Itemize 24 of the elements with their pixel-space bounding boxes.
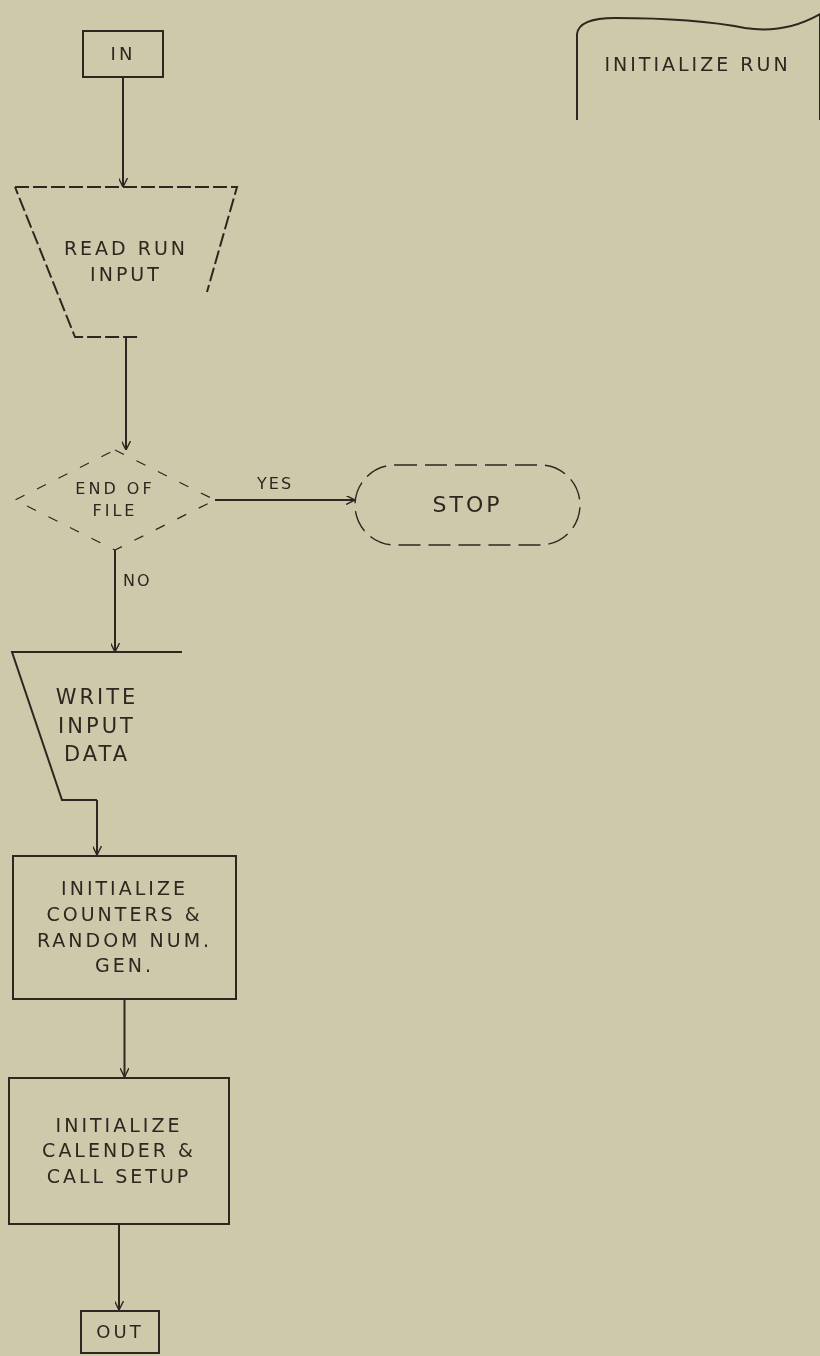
- document-shape: [575, 10, 820, 120]
- node-text: INITIALIZE CALENDER & CALL SETUP: [41, 1112, 197, 1189]
- connector-box: [80, 1310, 160, 1354]
- arrow: [91, 799, 103, 856]
- process-box: [12, 855, 237, 1000]
- node-text: OUT: [96, 1319, 144, 1344]
- node-text: IN: [110, 41, 136, 66]
- node-text: INITIALIZE RUN: [604, 52, 791, 78]
- node-text: STOP: [432, 491, 503, 520]
- node-text: INITIALIZE COUNTERS & RANDOM NUM. GEN.: [35, 876, 214, 979]
- node-text: READ RUN INPUT: [62, 236, 190, 287]
- arrow: [113, 1224, 125, 1311]
- process-box: [8, 1077, 230, 1225]
- terminal-box: [355, 465, 580, 545]
- connector-box: [82, 30, 164, 78]
- arrow: [214, 494, 356, 506]
- arrow: [120, 336, 132, 451]
- arrow: [117, 77, 129, 188]
- input-trapezoid: [15, 187, 237, 337]
- node-text: WRITE INPUT DATA: [54, 684, 140, 769]
- output-shape: [12, 652, 182, 800]
- arrow: [119, 999, 130, 1078]
- node-text: END OF FILE: [74, 478, 156, 522]
- arrow: [109, 549, 121, 653]
